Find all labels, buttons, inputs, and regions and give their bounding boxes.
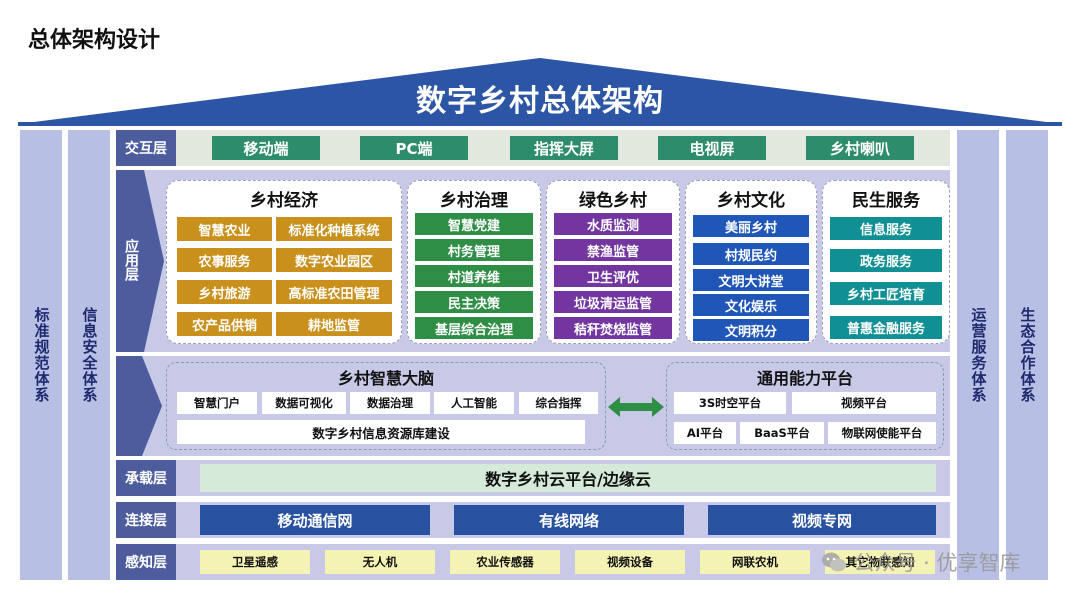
sensor-cell: 无人机 <box>325 550 435 574</box>
group-green-village <box>546 180 680 344</box>
group-title-green-village: 绿色乡村 <box>579 190 647 211</box>
capability-item: BaaS平台 <box>740 422 824 444</box>
brain-item: 智慧门户 <box>177 392 257 414</box>
economy-cell: 高标准农田管理 <box>276 280 392 304</box>
economy-cell: 乡村旅游 <box>177 280 272 304</box>
livelihood-cell: 信息服务 <box>830 217 942 240</box>
interaction-layer-tag: 交互层 <box>116 130 176 166</box>
livelihood-cell: 乡村工匠培育 <box>830 282 942 305</box>
wechat-icon <box>822 552 847 572</box>
capability-item: 视频平台 <box>792 392 936 414</box>
capability-item: 3S时空平台 <box>674 392 786 414</box>
brain-item: 数据治理 <box>350 392 430 414</box>
roof-banner <box>18 58 1062 126</box>
smart-brain-box <box>166 362 606 450</box>
network-video: 视频专网 <box>708 505 936 535</box>
governance-cell: 民主决策 <box>415 291 533 313</box>
governance-cell: 智慧党建 <box>415 213 533 235</box>
pillar-security: 信息安全体系 <box>68 130 110 580</box>
culture-cell: 文化娱乐 <box>693 294 809 316</box>
economy-cell: 农事服务 <box>177 248 272 272</box>
interaction-item-tv: 电视屏 <box>658 136 766 160</box>
livelihood-cell: 政务服务 <box>830 249 942 272</box>
network-wired: 有线网络 <box>454 505 684 535</box>
economy-cell: 智慧农业 <box>177 217 272 241</box>
green-village-cell: 秸秆焚烧监管 <box>554 317 672 339</box>
smart-brain-title: 乡村智慧大脑 <box>337 369 434 388</box>
pillar-standards: 标准规范体系 <box>20 130 62 580</box>
interaction-item-mobile: 移动端 <box>212 136 320 160</box>
brain-item: 数据可视化 <box>262 392 346 414</box>
governance-cell: 基层综合治理 <box>415 317 533 339</box>
resource-library-bar: 数字乡村信息资源库建设 <box>177 420 585 444</box>
culture-cell: 美丽乡村 <box>693 215 809 237</box>
brain-item: 综合指挥 <box>519 392 598 414</box>
network-mobile: 移动通信网 <box>200 505 430 535</box>
economy-cell: 标准化种植系统 <box>276 217 392 241</box>
connection-layer-tag: 连接层 <box>116 502 176 538</box>
capability-item: AI平台 <box>674 422 736 444</box>
page-title: 总体架构设计 <box>28 28 161 53</box>
application-layer-tag: 应用层 <box>123 239 139 281</box>
watermark: 公众号 · 优享智库 <box>786 544 1056 580</box>
group-title-rural-governance: 乡村治理 <box>440 190 508 211</box>
livelihood-cell: 普惠金融服务 <box>830 316 942 339</box>
pillar-operations: 运营服务体系 <box>957 130 999 580</box>
governance-cell: 村务管理 <box>415 239 533 261</box>
brain-item: 人工智能 <box>434 392 514 414</box>
roof-title: 数字乡村总体架构 <box>416 84 664 119</box>
interaction-item-pc: PC端 <box>360 136 468 160</box>
interaction-item-command-screen: 指挥大屏 <box>510 136 618 160</box>
capability-platform-box <box>666 362 944 450</box>
economy-cell: 农产品供销 <box>177 312 272 336</box>
sensor-cell: 网联农机 <box>700 550 810 574</box>
capability-platform-title: 通用能力平台 <box>756 369 853 388</box>
culture-cell: 村规民约 <box>693 243 809 265</box>
culture-cell: 文明大讲堂 <box>693 269 809 291</box>
perception-layer-tag: 感知层 <box>116 544 176 580</box>
carrier-layer-tag: 承载层 <box>116 460 176 496</box>
double-arrow-icon <box>608 397 664 417</box>
chevron-arrow-icon <box>116 170 164 352</box>
pillar-ecosystem: 生态合作体系 <box>1006 130 1048 580</box>
chevron-arrow-icon <box>116 356 162 456</box>
culture-cell: 文明积分 <box>693 319 809 341</box>
economy-cell: 数字农业园区 <box>276 248 392 272</box>
green-village-cell: 垃圾清运监管 <box>554 291 672 313</box>
economy-cell: 耕地监管 <box>276 312 392 336</box>
capability-item: 物联网使能平台 <box>828 422 936 444</box>
group-title-rural-culture: 乡村文化 <box>717 190 785 211</box>
sensor-cell: 农业传感器 <box>450 550 560 574</box>
cloud-platform-bar: 数字乡村云平台/边缘云 <box>200 464 936 492</box>
group-title-rural-economy: 乡村经济 <box>250 190 318 211</box>
group-rural-governance <box>407 180 541 344</box>
sensor-cell: 卫星遥感 <box>200 550 310 574</box>
green-village-cell: 禁渔监管 <box>554 239 672 261</box>
green-village-cell: 卫生评优 <box>554 265 672 287</box>
interaction-item-speaker: 乡村喇叭 <box>806 136 914 160</box>
group-title-livelihood: 民生服务 <box>852 190 920 211</box>
green-village-cell: 水质监测 <box>554 213 672 235</box>
sensor-cell: 视频设备 <box>575 550 685 574</box>
governance-cell: 村道养维 <box>415 265 533 287</box>
